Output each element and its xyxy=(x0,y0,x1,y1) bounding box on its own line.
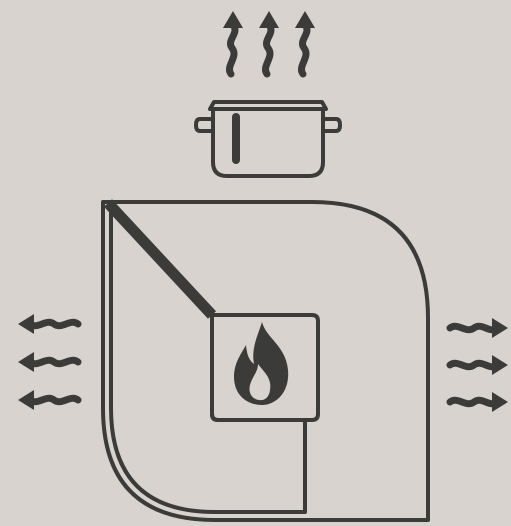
background xyxy=(0,0,511,526)
stove-heating-illustration xyxy=(0,0,511,526)
illustration-canvas xyxy=(0,0,511,526)
